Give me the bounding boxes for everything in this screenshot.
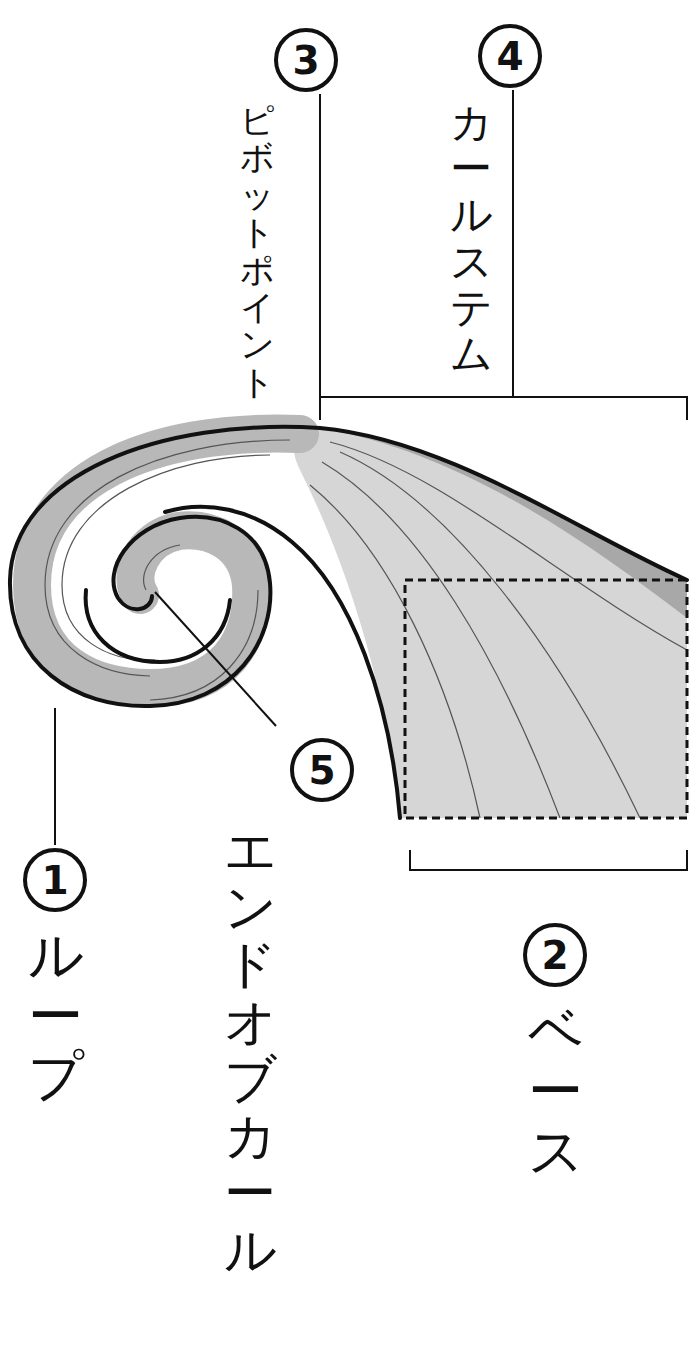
callout-circle xyxy=(525,925,585,985)
callout-number: 5 xyxy=(292,740,352,800)
callout-circle xyxy=(276,30,336,90)
part-name: ベース xyxy=(528,1000,583,1182)
leader-line xyxy=(319,94,321,397)
callout-number: 3 xyxy=(276,30,336,90)
hair-strands xyxy=(45,440,687,818)
callout-number: 4 xyxy=(480,26,540,86)
callout-circle xyxy=(25,850,85,910)
callout-number: 2 xyxy=(525,925,585,985)
part-name: カールステム xyxy=(450,100,492,377)
hair-curl xyxy=(10,427,687,818)
curl-outline xyxy=(10,427,687,818)
leader-line xyxy=(54,708,56,845)
leader-line xyxy=(155,592,276,726)
stem-bracket xyxy=(320,397,687,420)
callout-circles xyxy=(25,26,585,985)
part-name: エンドオブカール xyxy=(224,822,276,1280)
curl-loop-band xyxy=(32,434,300,688)
stem-shade xyxy=(320,428,687,618)
part-name: ループ xyxy=(28,925,83,1107)
leaders xyxy=(55,90,687,870)
callout-circle xyxy=(292,740,352,800)
base-bracket xyxy=(410,850,687,870)
callout-circle xyxy=(480,26,540,86)
base-area xyxy=(405,580,687,818)
leader-line xyxy=(512,90,514,397)
callout-number: 1 xyxy=(25,850,85,910)
part-name: ピボットポイント xyxy=(240,102,274,401)
